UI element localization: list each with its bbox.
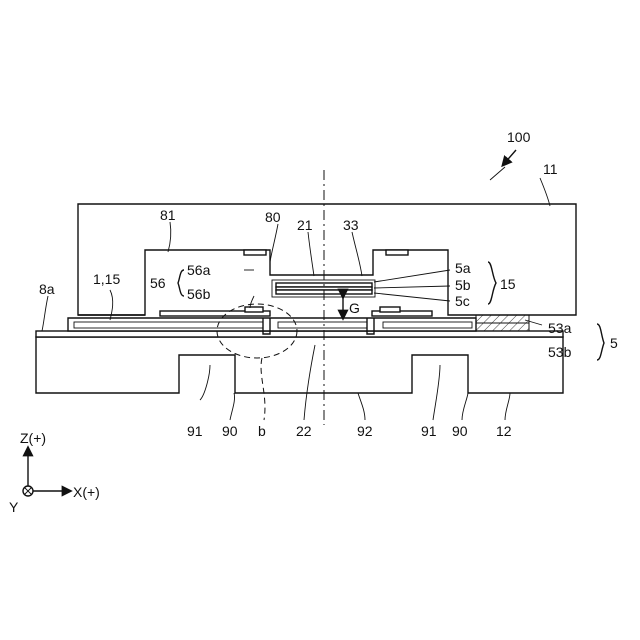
base-layer-8a — [36, 331, 563, 337]
label-91-right: 91 — [421, 423, 437, 439]
label-21: 21 — [297, 217, 313, 233]
axis-z-label: Z(+) — [20, 430, 46, 446]
label-53b: 53b — [548, 344, 572, 360]
electrode-56a — [244, 250, 266, 255]
label-91-left: 91 — [187, 423, 203, 439]
coordinate-axes: Z(+) X(+) Y — [9, 430, 100, 515]
axis-x-label: X(+) — [73, 484, 100, 500]
label-5c: 5c — [455, 293, 470, 309]
joint-layer-53a — [476, 315, 529, 323]
electrode-right-top — [386, 250, 408, 255]
label-56a: 56a — [187, 262, 211, 278]
electrode-56b — [245, 307, 263, 312]
axis-y-label: Y — [9, 499, 19, 515]
label-11: 11 — [543, 161, 558, 177]
lower-element-1-15 — [68, 318, 476, 331]
label-8a: 8a — [39, 281, 55, 297]
label-5: 5 — [610, 335, 618, 351]
label-22: 22 — [296, 423, 312, 439]
label-90-right: 90 — [452, 423, 468, 439]
label-100: 100 — [507, 129, 531, 145]
label-15: 15 — [500, 276, 516, 292]
label-53a: 53a — [548, 320, 572, 336]
lower-substrate-12 — [36, 337, 563, 393]
upper-substrate-11 — [78, 204, 576, 315]
label-G: G — [349, 300, 360, 316]
label-56: 56 — [150, 275, 166, 291]
pad-right-small — [380, 307, 400, 312]
label-5b: 5b — [455, 277, 471, 293]
label-92: 92 — [357, 423, 373, 439]
label-b: b — [258, 423, 266, 439]
joint-layer-53b — [476, 323, 529, 331]
label-80: 80 — [265, 209, 281, 225]
label-81: 81 — [160, 207, 176, 223]
label-1-15: 1,15 — [93, 271, 120, 287]
label-33: 33 — [343, 217, 359, 233]
label-12: 12 — [496, 423, 512, 439]
label-5a: 5a — [455, 260, 471, 276]
label-56b: 56b — [187, 286, 211, 302]
label-90-left: 90 — [222, 423, 238, 439]
